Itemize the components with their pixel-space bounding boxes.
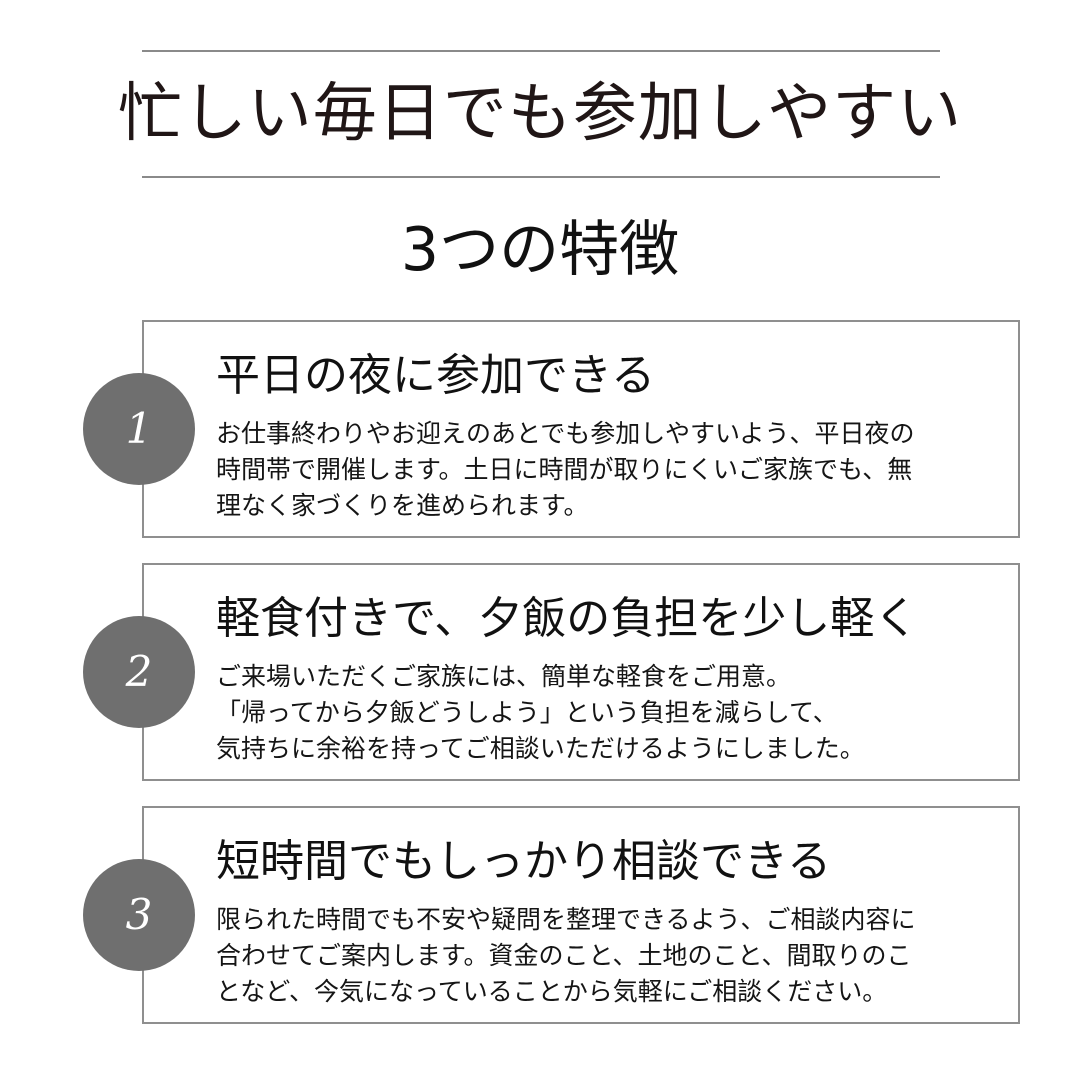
feature-body-1: お仕事終わりやお迎えのあとでも参加しやすいよう、平日夜の 時間帯で開催します。土…	[216, 416, 1006, 524]
feature-body-line: お仕事終わりやお迎えのあとでも参加しやすいよう、平日夜の	[216, 419, 915, 448]
feature-card-3: 短時間でもしっかり相談できる 限られた時間でも不安や疑問を整理できるよう、ご相談…	[142, 806, 1020, 1024]
headline-bottom-rule	[142, 176, 940, 178]
feature-card-2: 軽食付きで、夕飯の負担を少し軽く ご来場いただくご家族には、簡単な軽食をご用意。…	[142, 563, 1020, 781]
feature-body-line: 時間帯で開催します。土日に時間が取りにくいご家族でも、無	[216, 455, 913, 484]
feature-title-3: 短時間でもしっかり相談できる	[216, 836, 832, 887]
feature-number-badge-1: 1	[83, 373, 195, 485]
feature-body-line: 気持ちに余裕を持ってご相談いただけるようにしました。	[216, 734, 865, 763]
feature-title-1: 平日の夜に参加できる	[216, 350, 656, 401]
feature-number-badge-2: 2	[83, 616, 195, 728]
feature-body-line: 合わせてご案内します。資金のこと、土地のこと、間取りのこ	[216, 941, 912, 970]
feature-body-line: ご来場いただくご家族には、簡単な軽食をご用意。	[216, 662, 792, 691]
feature-body-3: 限られた時間でも不安や疑問を整理できるよう、ご相談内容に 合わせてご案内します。…	[216, 902, 1006, 1010]
feature-number-badge-3: 3	[83, 859, 195, 971]
feature-body-line: 「帰ってから夕飯どうしよう」という負担を減らして、	[216, 698, 838, 727]
page-headline: 忙しい毎日でも参加しやすい	[117, 77, 963, 151]
feature-card-1: 平日の夜に参加できる お仕事終わりやお迎えのあとでも参加しやすいよう、平日夜の …	[142, 320, 1020, 538]
feature-title-2: 軽食付きで、夕飯の負担を少し軽く	[216, 593, 919, 644]
headline-top-rule	[142, 50, 940, 52]
feature-body-line: 限られた時間でも不安や疑問を整理できるよう、ご相談内容に	[216, 905, 916, 934]
section-subtitle: 3つの特徴	[400, 215, 680, 285]
feature-body-line: 理なく家づくりを進められます。	[216, 491, 589, 520]
feature-body-line: となど、今気になっていることから気軽にご相談ください。	[216, 977, 888, 1006]
feature-body-2: ご来場いただくご家族には、簡単な軽食をご用意。 「帰ってから夕飯どうしよう」とい…	[216, 659, 1006, 767]
